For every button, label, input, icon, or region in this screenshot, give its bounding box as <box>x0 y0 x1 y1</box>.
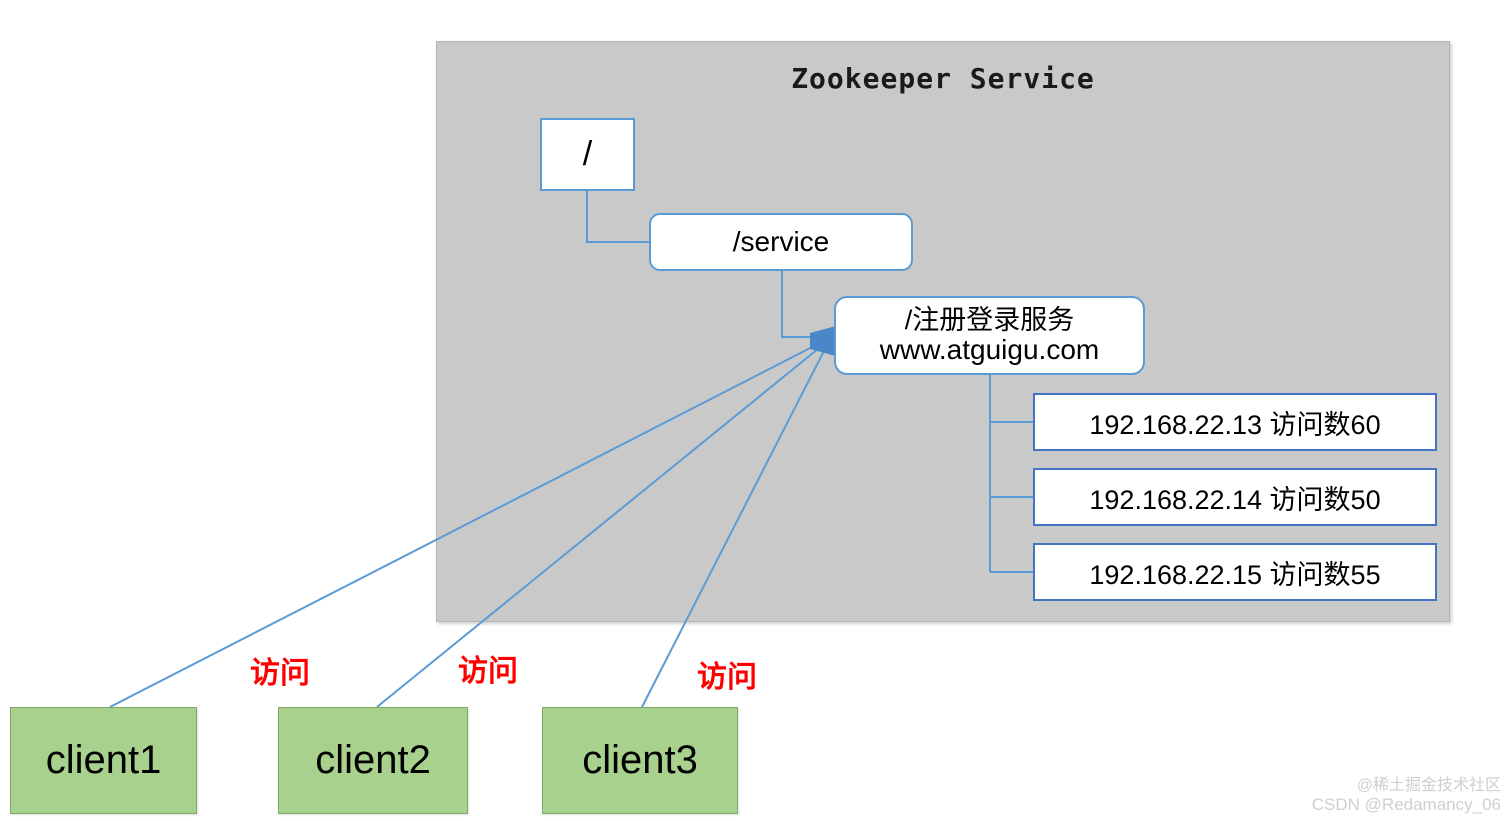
znode-root-label: / <box>582 135 593 173</box>
server-node-1[interactable]: 192.168.22.13 访问数60 <box>1033 393 1437 451</box>
server-node-1-label: 192.168.22.13 访问数60 <box>1089 409 1381 440</box>
watermark-line-2: CSDN @Redamancy_06 <box>1311 795 1501 815</box>
znode-registry-path: /注册登录服务 <box>904 304 1075 335</box>
client-box-3-label: client3 <box>582 738 698 782</box>
znode-service-label: /service <box>732 226 830 257</box>
access-label-client1: 访问 <box>250 657 310 690</box>
client-box-1-label: client1 <box>45 738 162 782</box>
server-node-2[interactable]: 192.168.22.14 访问数50 <box>1033 468 1437 526</box>
access-label-client2: 访问 <box>458 655 518 688</box>
watermark: @稀土掘金技术社区 CSDN @Redamancy_06 <box>1312 777 1501 815</box>
server-node-2-label: 192.168.22.14 访问数50 <box>1089 484 1381 515</box>
panel-title: Zookeeper Service <box>791 62 1095 95</box>
znode-registry[interactable]: /注册登录服务 www.atguigu.com <box>834 296 1145 375</box>
client-box-2-label: client2 <box>315 738 431 782</box>
client-box-2[interactable]: client2 <box>278 707 468 814</box>
server-node-3-label: 192.168.22.15 访问数55 <box>1089 559 1381 590</box>
access-label-client3: 访问 <box>697 661 757 694</box>
client-box-3[interactable]: client3 <box>542 707 738 814</box>
watermark-line-1: @稀土掘金技术社区 <box>1356 777 1501 795</box>
znode-service[interactable]: /service <box>649 213 913 271</box>
znode-root[interactable]: / <box>540 118 635 191</box>
client-box-1[interactable]: client1 <box>10 707 197 814</box>
server-node-3[interactable]: 192.168.22.15 访问数55 <box>1033 543 1437 601</box>
znode-registry-domain: www.atguigu.com <box>879 333 1100 365</box>
